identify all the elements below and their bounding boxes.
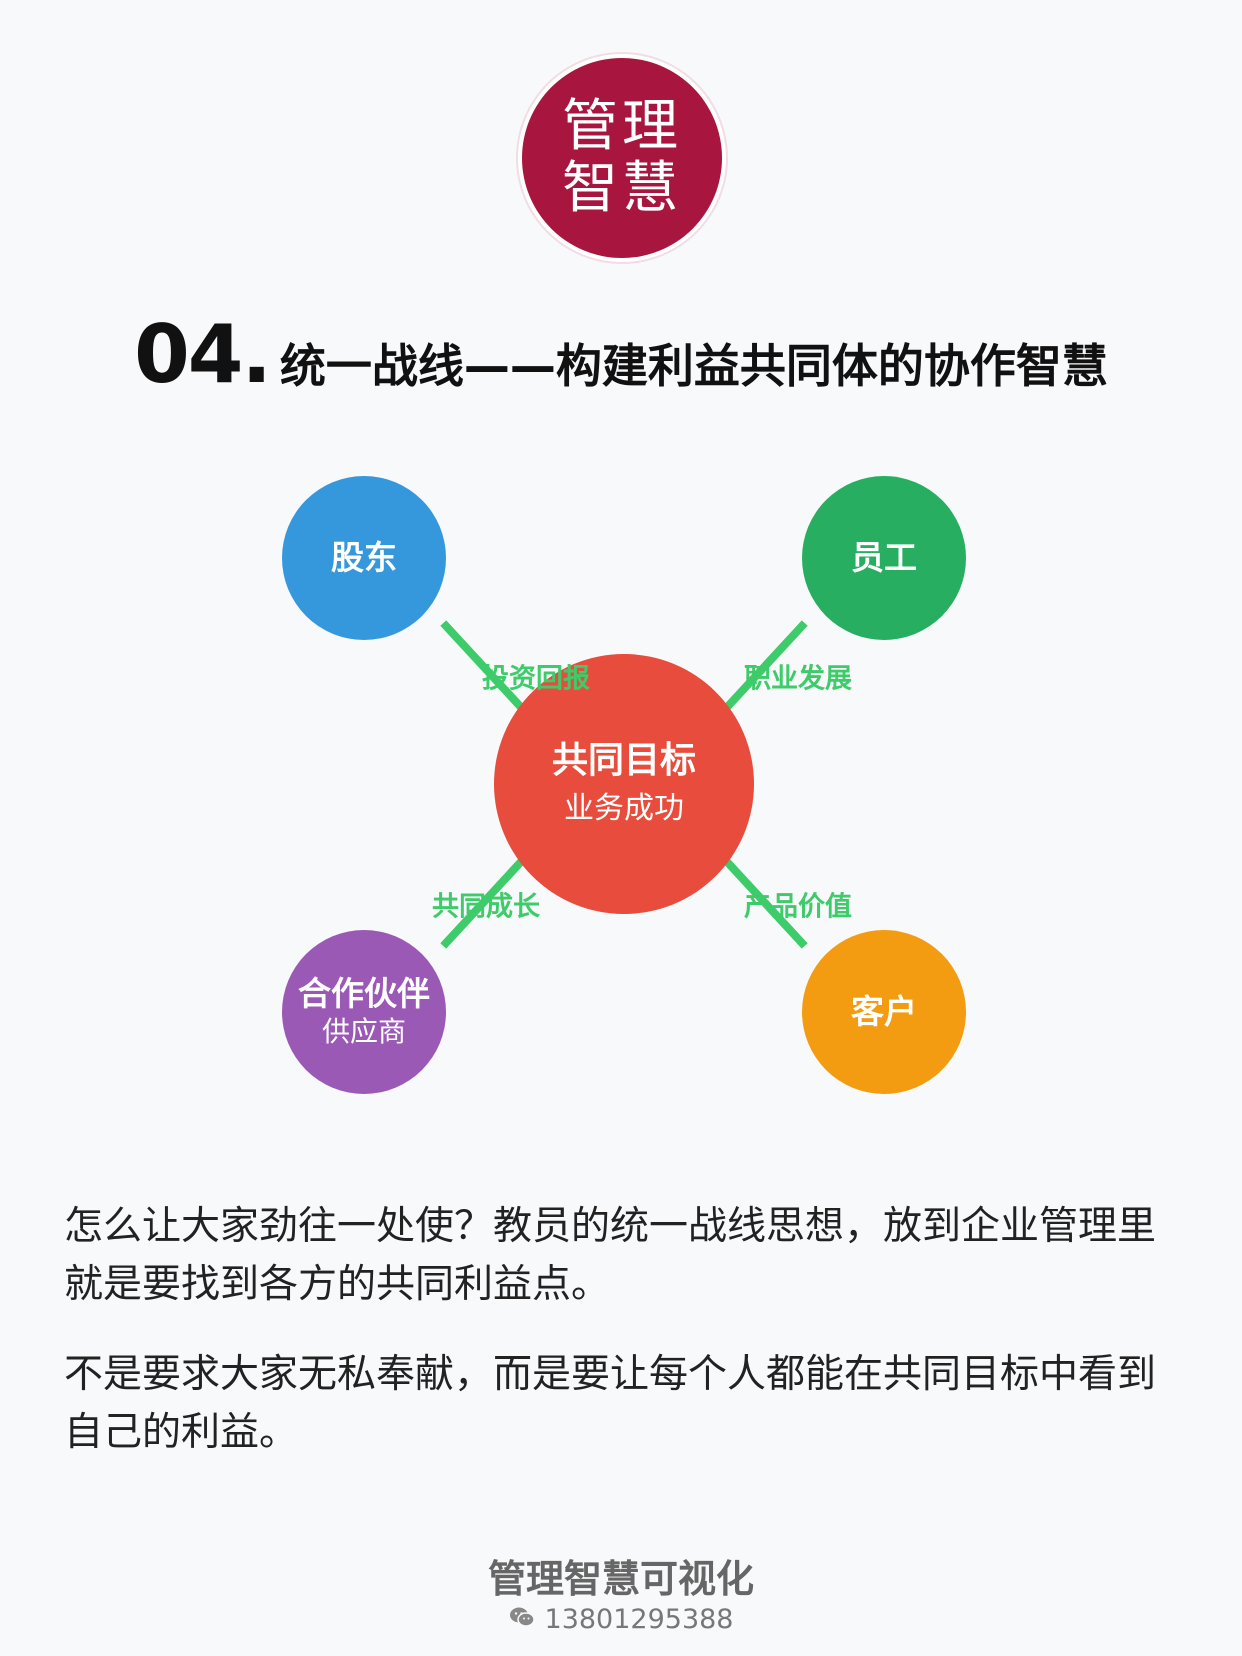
node-customers: 客户 — [802, 930, 966, 1094]
node-employees: 员工 — [802, 476, 966, 640]
brand-logo: 管理 智慧 — [522, 58, 722, 258]
center-node-common-goal: 共同目标 业务成功 — [494, 654, 754, 914]
node-label: 员工 — [851, 538, 917, 577]
node-partners: 合作伙伴 供应商 — [282, 930, 446, 1094]
center-node-label: 共同目标 — [551, 740, 696, 781]
footer-contact: 13801295388 — [0, 1604, 1242, 1635]
contact-number: 13801295388 — [544, 1604, 734, 1635]
body-paragraph-2: 不是要求大家无私奉献，而是要让每个人都能在共同目标中看到自己的利益。 — [64, 1352, 1157, 1455]
footer-brand: 管理智慧可视化 — [487, 1557, 754, 1601]
page-title: 04.统一战线——构建利益共同体的协作智慧 — [0, 308, 1242, 401]
edge-label-investment-return: 投资回报 — [482, 663, 590, 695]
logo-text-line-1: 管理 — [562, 94, 682, 159]
node-sublabel: 供应商 — [321, 1015, 406, 1048]
section-number: 04. — [134, 308, 272, 401]
node-label: 股东 — [331, 538, 397, 577]
node-shareholders: 股东 — [282, 476, 446, 640]
edge-label-career-development: 职业发展 — [744, 663, 852, 695]
wechat-icon — [509, 1604, 535, 1635]
node-label: 合作伙伴 — [298, 974, 430, 1013]
node-label: 客户 — [851, 992, 917, 1031]
body-paragraph-1: 怎么让大家劲往一处使？教员的统一战线思想，放到企业管理里就是要找到各方的共同利益… — [64, 1204, 1157, 1307]
edge-label-product-value: 产品价值 — [744, 891, 852, 923]
logo-text-line-2: 智慧 — [562, 156, 682, 221]
section-title: 统一战线——构建利益共同体的协作智慧 — [279, 339, 1108, 393]
edge-label-shared-growth: 共同成长 — [432, 891, 540, 923]
center-node-sublabel: 业务成功 — [564, 791, 684, 826]
